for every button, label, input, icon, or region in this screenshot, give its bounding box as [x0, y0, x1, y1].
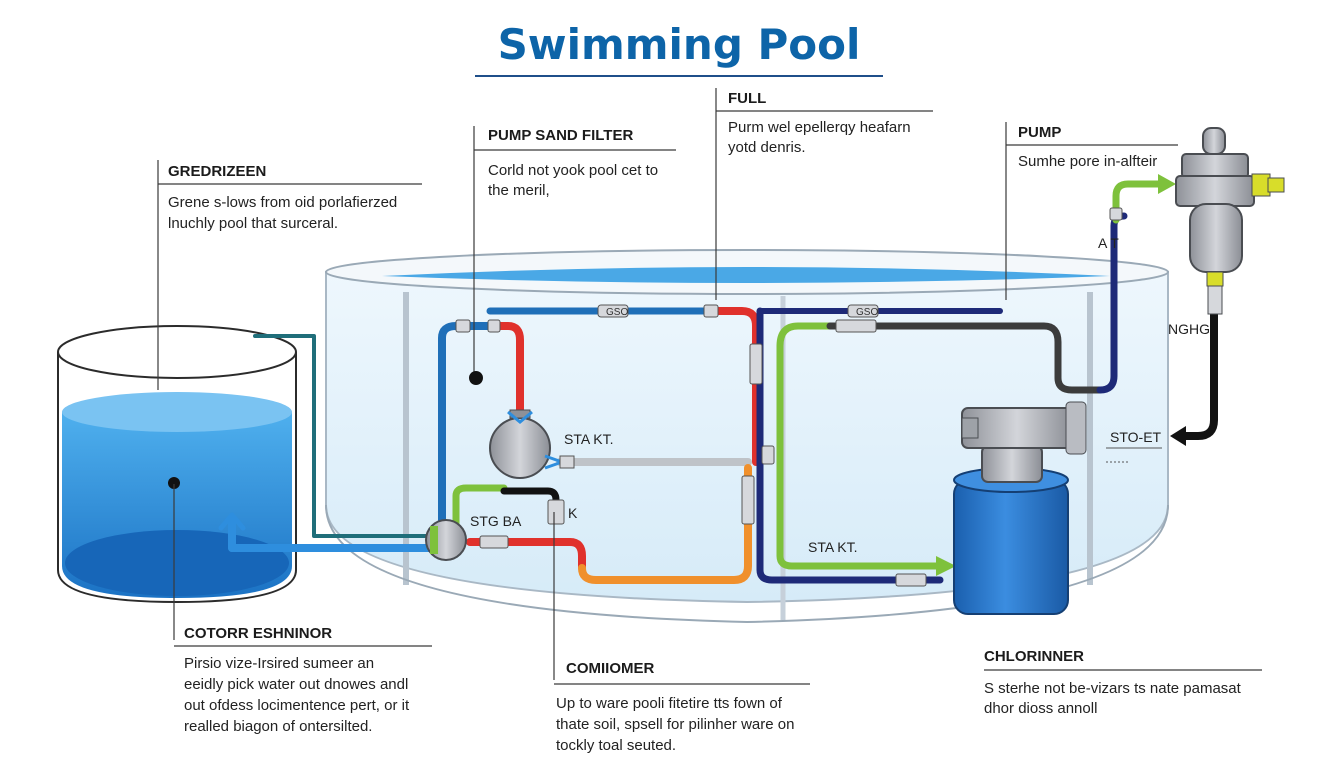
callout-line: dhor dioss annoll	[984, 700, 1097, 717]
callout-line: thate soil, spsell for pilinher ware on	[556, 716, 794, 733]
label-stg-ba: STG BA	[470, 513, 522, 529]
callout-heading: CHLORINNER	[984, 648, 1084, 665]
callout-line: lnuchly pool that surceral.	[168, 215, 338, 232]
callout-line: realled biagon of ontersilted.	[184, 718, 372, 735]
callout-comiiomer: COMIIOMER Up to ware pooli fitetire tts …	[556, 660, 794, 754]
callout-heading: PUMP SAND FILTER	[488, 127, 633, 144]
callout-line: Up to ware pooli fitetire tts fown of	[556, 695, 783, 712]
svg-text:GSO: GSO	[856, 307, 878, 318]
callout-line: out ofdess locimentence pert, or it	[184, 697, 410, 714]
callout-heading: FULL	[728, 90, 766, 107]
callout-pump: PUMP Sumhe pore in-alfteir	[1018, 124, 1157, 170]
callout-line: tockly toal seuted.	[556, 737, 676, 754]
water-reservoir	[57, 325, 297, 604]
callout-line: eeidly pick water out dnowes andl	[184, 676, 408, 693]
chlorinator-unit	[953, 401, 1087, 615]
callout-line: Corld not yook pool cet to	[488, 162, 658, 179]
callout-lines	[157, 88, 1262, 685]
callout-pump-sand-filter: PUMP SAND FILTER Corld not yook pool cet…	[488, 127, 658, 199]
inline-labels: STA KT. STG BA K STA KT. STO-ET A T NGHG	[470, 235, 1210, 555]
pipe-fittings	[455, 207, 1123, 587]
flow-arrows	[936, 174, 1186, 576]
callout-full: FULL Purm wel epellerqy heafarn yotd den…	[728, 90, 911, 156]
callout-chlorinner: CHLORINNER S sterhe not be-vizars ts nat…	[984, 648, 1242, 717]
callout-heading: COMIIOMER	[566, 660, 654, 677]
pipe-tags: GSO GSO	[606, 307, 878, 318]
callout-line: Sumhe pore in-alfteir	[1018, 153, 1157, 170]
pipe-network	[218, 180, 1218, 584]
callout-line: yotd denris.	[728, 139, 806, 156]
label-sto-et: STO-ET	[1110, 429, 1162, 445]
vertical-pump	[1175, 127, 1285, 315]
callout-gredrizeen: GREDRIZEEN Grene s-lows from oid porlafi…	[168, 163, 397, 232]
label-at: A T	[1098, 235, 1119, 251]
label-k: K	[568, 505, 578, 521]
callout-cotorr-eshninor: COTORR ESHNINOR Pirsio vize-Irsired sume…	[184, 625, 410, 735]
callout-line: Grene s-lows from oid porlafierzed	[168, 194, 397, 211]
transfer-pump	[425, 519, 467, 561]
callout-line: Purm wel epellerqy heafarn	[728, 119, 911, 136]
sand-filter	[489, 409, 575, 479]
label-sta-kt-2: STA KT.	[808, 539, 858, 555]
callout-heading: GREDRIZEEN	[168, 163, 266, 180]
label-sta-kt-1: STA KT.	[564, 431, 614, 447]
svg-text:GSO: GSO	[606, 307, 628, 318]
label-nghg: NGHG	[1168, 321, 1210, 337]
callout-line: Pirsio vize-Irsired sumeer an	[184, 655, 374, 672]
callout-heading: COTORR ESHNINOR	[184, 625, 332, 642]
callout-line: S sterhe not be-vizars ts nate pamasat	[984, 680, 1242, 697]
callout-line: the meril,	[488, 182, 550, 199]
page-title: Swimming Pool	[498, 20, 861, 69]
callout-heading: PUMP	[1018, 124, 1061, 141]
